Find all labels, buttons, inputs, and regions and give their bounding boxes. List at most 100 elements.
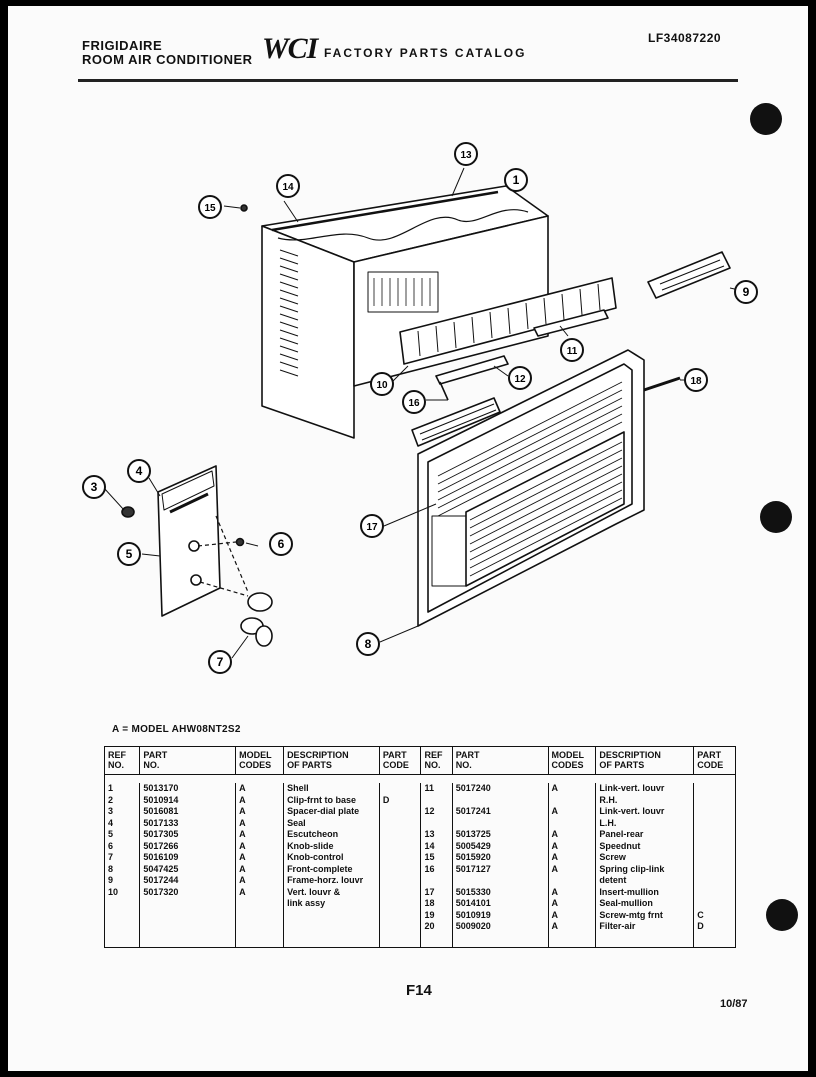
callout-16: 16 [402,390,426,414]
svg-text:3: 3 [91,480,98,494]
cell-model-code: A [547,840,597,852]
cell-model-code: A [235,829,285,841]
cell-ref-no: 19 [420,909,453,921]
cell-ref-no: 7 [103,852,141,864]
cell-description: Filter-air [595,921,695,933]
cell-part-no [451,794,549,806]
cell-part-code [378,829,422,841]
cell-model-code: A [547,852,597,864]
binder-hole [766,899,798,931]
cell-description: Knob-slide [283,840,380,852]
cell-part-code: D [693,921,736,933]
cell-ref-no: 12 [420,806,453,818]
cell-model-code: A [235,886,285,898]
binder-hole [750,103,782,135]
cell-part-no: 5017305 [139,829,237,841]
svg-text:8: 8 [365,637,372,651]
knob-drawing [197,515,249,597]
cell-ref-no: 16 [420,863,453,875]
cell-description: Clip-frnt to base [283,794,380,806]
cell-ref-no [103,921,141,933]
cell-description: Shell [283,783,380,795]
cell-part-no: 5017240 [451,783,549,795]
cell-model-code: A [547,829,597,841]
model-note: A = MODEL AHW08NT2S2 [112,724,241,735]
cell-part-code [693,806,736,818]
cell-description: Seal-mullion [595,898,695,910]
cell-part-no: 5017244 [139,875,237,887]
cell-part-code [378,852,422,864]
cell-model-code [235,921,285,933]
cell-part-code [693,886,736,898]
cell-ref-no: 8 [103,863,141,875]
cell-part-code [378,863,422,875]
catalog-page: FRIGIDAIRE ROOM AIR CONDITIONER WCI FACT… [8,6,808,1071]
cell-part-no: 5015920 [451,852,549,864]
cell-ref-no: 2 [103,794,141,806]
svg-text:1: 1 [513,173,520,187]
spring-clip-drawing [411,397,501,447]
cell-description: Insert-mullion [595,886,695,898]
cell-ref-no: 20 [420,921,453,933]
cell-model-code: A [235,875,285,887]
cell-part-no: 5017320 [139,886,237,898]
cell-description [283,909,380,921]
cell-part-no: 5010919 [451,909,549,921]
cell-empty [103,932,141,948]
callout-12: 12 [508,366,532,390]
cell-description: Screw [595,852,695,864]
cell-ref-no: 15 [420,852,453,864]
page-number: F14 [406,982,432,999]
binder-hole [760,501,792,533]
cell-description: Front-complete [283,863,380,875]
cell-part-code [378,875,422,887]
cell-part-code [378,806,422,818]
cell-part-no: 5009020 [451,921,549,933]
svg-text:4: 4 [136,464,143,478]
cell-empty [378,932,422,948]
cell-model-code: A [547,909,597,921]
cell-part-code: C [693,909,736,921]
callout-3: 3 [82,475,106,499]
svg-text:10: 10 [376,380,388,391]
cell-model-code: A [235,817,285,829]
cell-model-code: A [547,783,597,795]
cell-model-code [547,875,597,887]
cell-model-code: A [547,806,597,818]
cell-description: Link-vert. louvr [595,806,695,818]
header-rule [78,79,738,82]
cell-model-code: A [235,794,285,806]
cell-description: Escutcheon [283,829,380,841]
brand-name: FRIGIDAIRE [82,38,163,53]
cell-empty [693,932,736,948]
svg-text:14: 14 [282,182,294,193]
exploded-parts-diagram: 1 3 4 5 6 7 8 9 10 11 12 13 14 15 16 17 … [82,142,758,674]
cell-description [283,921,380,933]
catalog-date: 10/87 [720,998,748,1010]
callout-4: 4 [127,459,151,483]
callout-7: 7 [208,650,232,674]
cell-description: detent [595,875,695,887]
product-line: ROOM AIR CONDITIONER [82,52,253,67]
cell-empty [420,932,453,948]
cell-part-code [378,921,422,933]
front-complete-drawing [417,349,645,627]
cell-empty [139,932,237,948]
cell-part-code [378,898,422,910]
cell-part-code: D [378,794,422,806]
cell-empty [235,932,285,948]
screw-drawing [240,204,248,212]
cell-ref-no [420,875,453,887]
cell-part-no: 5015330 [451,886,549,898]
cell-part-code [693,829,736,841]
